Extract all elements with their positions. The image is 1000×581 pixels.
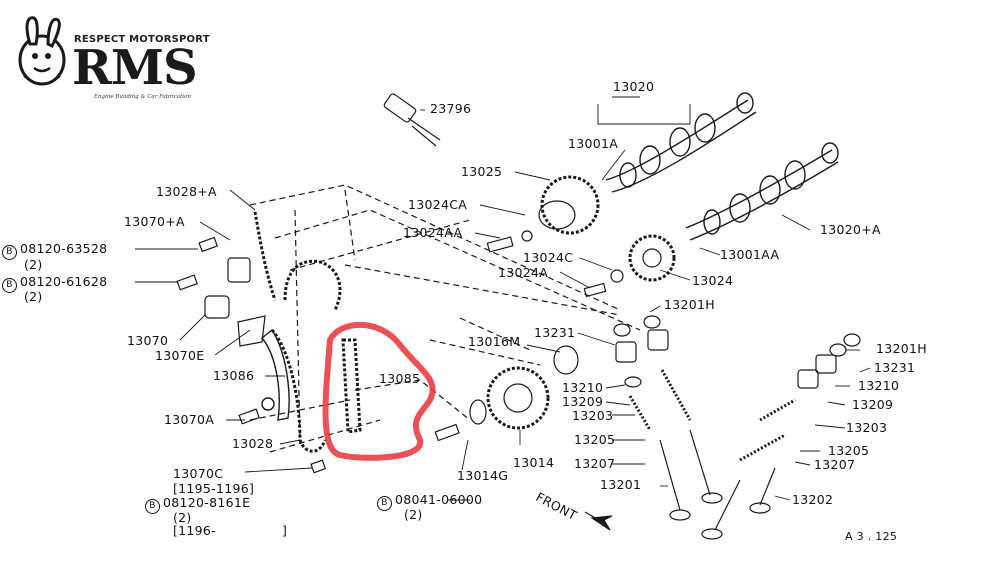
label-13205-mid: 13205 [574, 432, 616, 447]
label-13231-mid: 13231 [534, 325, 576, 340]
label-13014: 13014 [513, 455, 555, 470]
label-13205-right: 13205 [828, 443, 870, 458]
housing-outline [249, 184, 641, 453]
bolt-b-icon: B [377, 496, 392, 511]
timing-chain-upper [253, 211, 342, 311]
chain-tensioner-13070 [204, 257, 266, 347]
label-13210-right: 13210 [858, 378, 900, 393]
cam-sprocket-13024 [628, 234, 676, 282]
logo-main-text: RMS [72, 40, 198, 96]
label-13209-right: 13209 [852, 397, 894, 412]
label-13070E: 13070E [155, 348, 205, 363]
camshaft-lower [685, 142, 839, 241]
cam-sprocket-13025 [538, 175, 600, 235]
label-13070C: 13070C [173, 466, 224, 481]
label-13024A: 13024A [498, 265, 549, 280]
highlight-circle [322, 321, 436, 461]
label-13086: 13086 [213, 368, 255, 383]
logo-sub-text: Engine Building & Car Fabrication [94, 94, 191, 100]
label-13231-right: 13231 [874, 360, 916, 375]
label-13024CA: 13024CA [408, 197, 468, 212]
label-13203-right: 13203 [846, 420, 888, 435]
label-13201H-mid: 13201H [664, 297, 715, 312]
label-13207-right: 13207 [814, 457, 856, 472]
label-08041-06000-text: 08041-06000 [395, 492, 483, 507]
bolts [176, 236, 607, 474]
label-13001A: 13001A [568, 136, 619, 151]
camshaft-upper [605, 92, 757, 193]
label-13028A: 13028+A [156, 184, 217, 199]
sensor-23796 [383, 93, 441, 147]
label-13070A-top: 13070+A [124, 214, 185, 229]
label-range-1195: [1195-1196] [173, 481, 255, 496]
label-13024AA: 13024AA [403, 225, 463, 240]
bolt-b-icon: B [145, 499, 160, 514]
timing-chain-lower [270, 328, 327, 453]
bolt-b-icon: B [2, 245, 17, 260]
rms-logo: RESPECT MOTORSPORT RMS Engine Building &… [14, 14, 224, 100]
label-08120-8161E-text: 08120-8161E [163, 495, 251, 510]
label-qty-d: (2) [404, 507, 423, 522]
label-13024: 13024 [692, 273, 734, 288]
label-13202: 13202 [792, 492, 834, 507]
label-23796: 23796 [430, 101, 472, 116]
label-08120-63528-text: 08120-63528 [20, 241, 108, 256]
chain-guide-13085 [341, 338, 362, 434]
label-13209-mid: 13209 [562, 394, 604, 409]
label-range-1196: [1196- [173, 523, 216, 538]
label-qty-a: (2) [24, 257, 43, 272]
label-13014G: 13014G [457, 468, 509, 483]
label-13001AA: 13001AA [720, 247, 780, 262]
label-13207-mid: 13207 [574, 456, 616, 471]
washers [521, 230, 624, 283]
bolt-b-icon: B [2, 278, 17, 293]
logo-top-text: RESPECT MOTORSPORT [74, 34, 210, 45]
label-range-end: ] [282, 523, 288, 538]
label-13070: 13070 [127, 333, 169, 348]
label-13203-mid: 13203 [572, 408, 614, 423]
rabbit-mascot-icon [18, 16, 66, 86]
label-13210-mid: 13210 [562, 380, 604, 395]
label-footer-code: A 3 . 125 [845, 530, 898, 543]
label-13025: 13025 [461, 164, 503, 179]
label-13085: 13085 [379, 371, 421, 386]
valve-train-middle [613, 315, 723, 521]
label-13020: 13020 [613, 79, 655, 94]
label-13016M: 13016M [468, 334, 521, 349]
label-13201: 13201 [600, 477, 642, 492]
valve-train-right [701, 333, 861, 540]
leader-lines [135, 96, 871, 501]
label-13070A-low: 13070A [164, 412, 215, 427]
label-qty-b: (2) [24, 289, 43, 304]
label-13201H-right: 13201H [876, 341, 927, 356]
label-qty-c: (2) [173, 510, 192, 525]
chain-guide-13086 [261, 328, 290, 421]
label-13024C: 13024C [523, 250, 574, 265]
crank-sprocket-13014 [469, 345, 579, 430]
front-arrow-icon [584, 511, 613, 531]
label-08120-61628-text: 08120-61628 [20, 274, 108, 289]
label-13028: 13028 [232, 436, 274, 451]
label-13020A: 13020+A [820, 222, 881, 237]
